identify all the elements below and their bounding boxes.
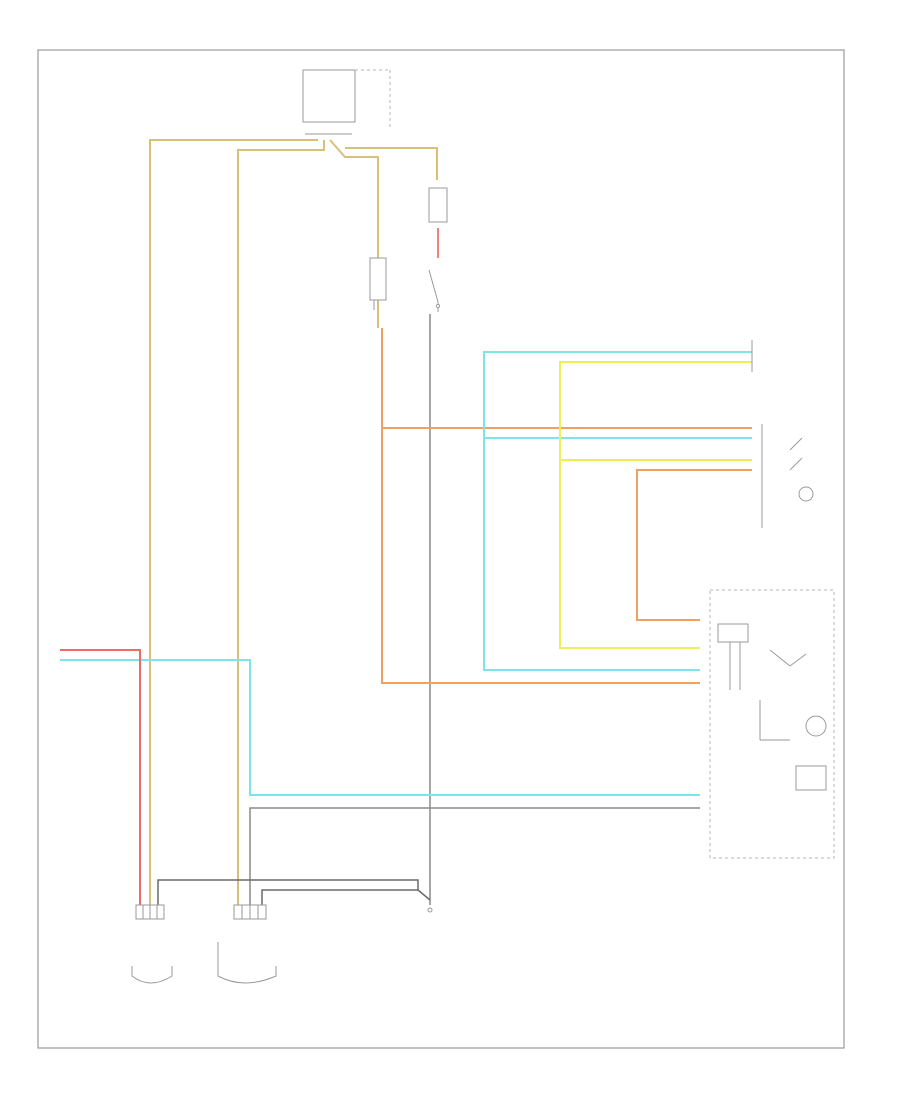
wire-tan-left bbox=[149, 139, 318, 905]
diagram-frame bbox=[37, 49, 845, 1049]
ground-point bbox=[427, 907, 433, 913]
control-module bbox=[709, 589, 835, 859]
wire-gray-module bbox=[249, 807, 700, 905]
fuse-block bbox=[302, 69, 391, 135]
fusible-link bbox=[369, 257, 387, 310]
wire-yellow-main bbox=[559, 361, 752, 649]
wire-orange-main bbox=[381, 328, 700, 684]
relay-assembly bbox=[428, 187, 448, 312]
sensor-right bbox=[217, 904, 277, 984]
wire-black-sensor-right bbox=[261, 889, 418, 905]
lamp-icon bbox=[805, 715, 827, 737]
wire-blue-upper bbox=[483, 351, 752, 671]
wire-tan-relay bbox=[345, 147, 438, 180]
sensor-left bbox=[131, 904, 173, 984]
wire-orange-mid bbox=[636, 469, 752, 621]
motor-icon bbox=[798, 486, 814, 502]
wire-blue-left bbox=[60, 659, 700, 796]
wire-tan-center bbox=[237, 140, 325, 905]
wire-tan-right bbox=[329, 139, 379, 328]
wire-red-left bbox=[60, 649, 141, 905]
wire-black-sensor-left bbox=[157, 879, 431, 905]
right-connector bbox=[751, 340, 814, 528]
